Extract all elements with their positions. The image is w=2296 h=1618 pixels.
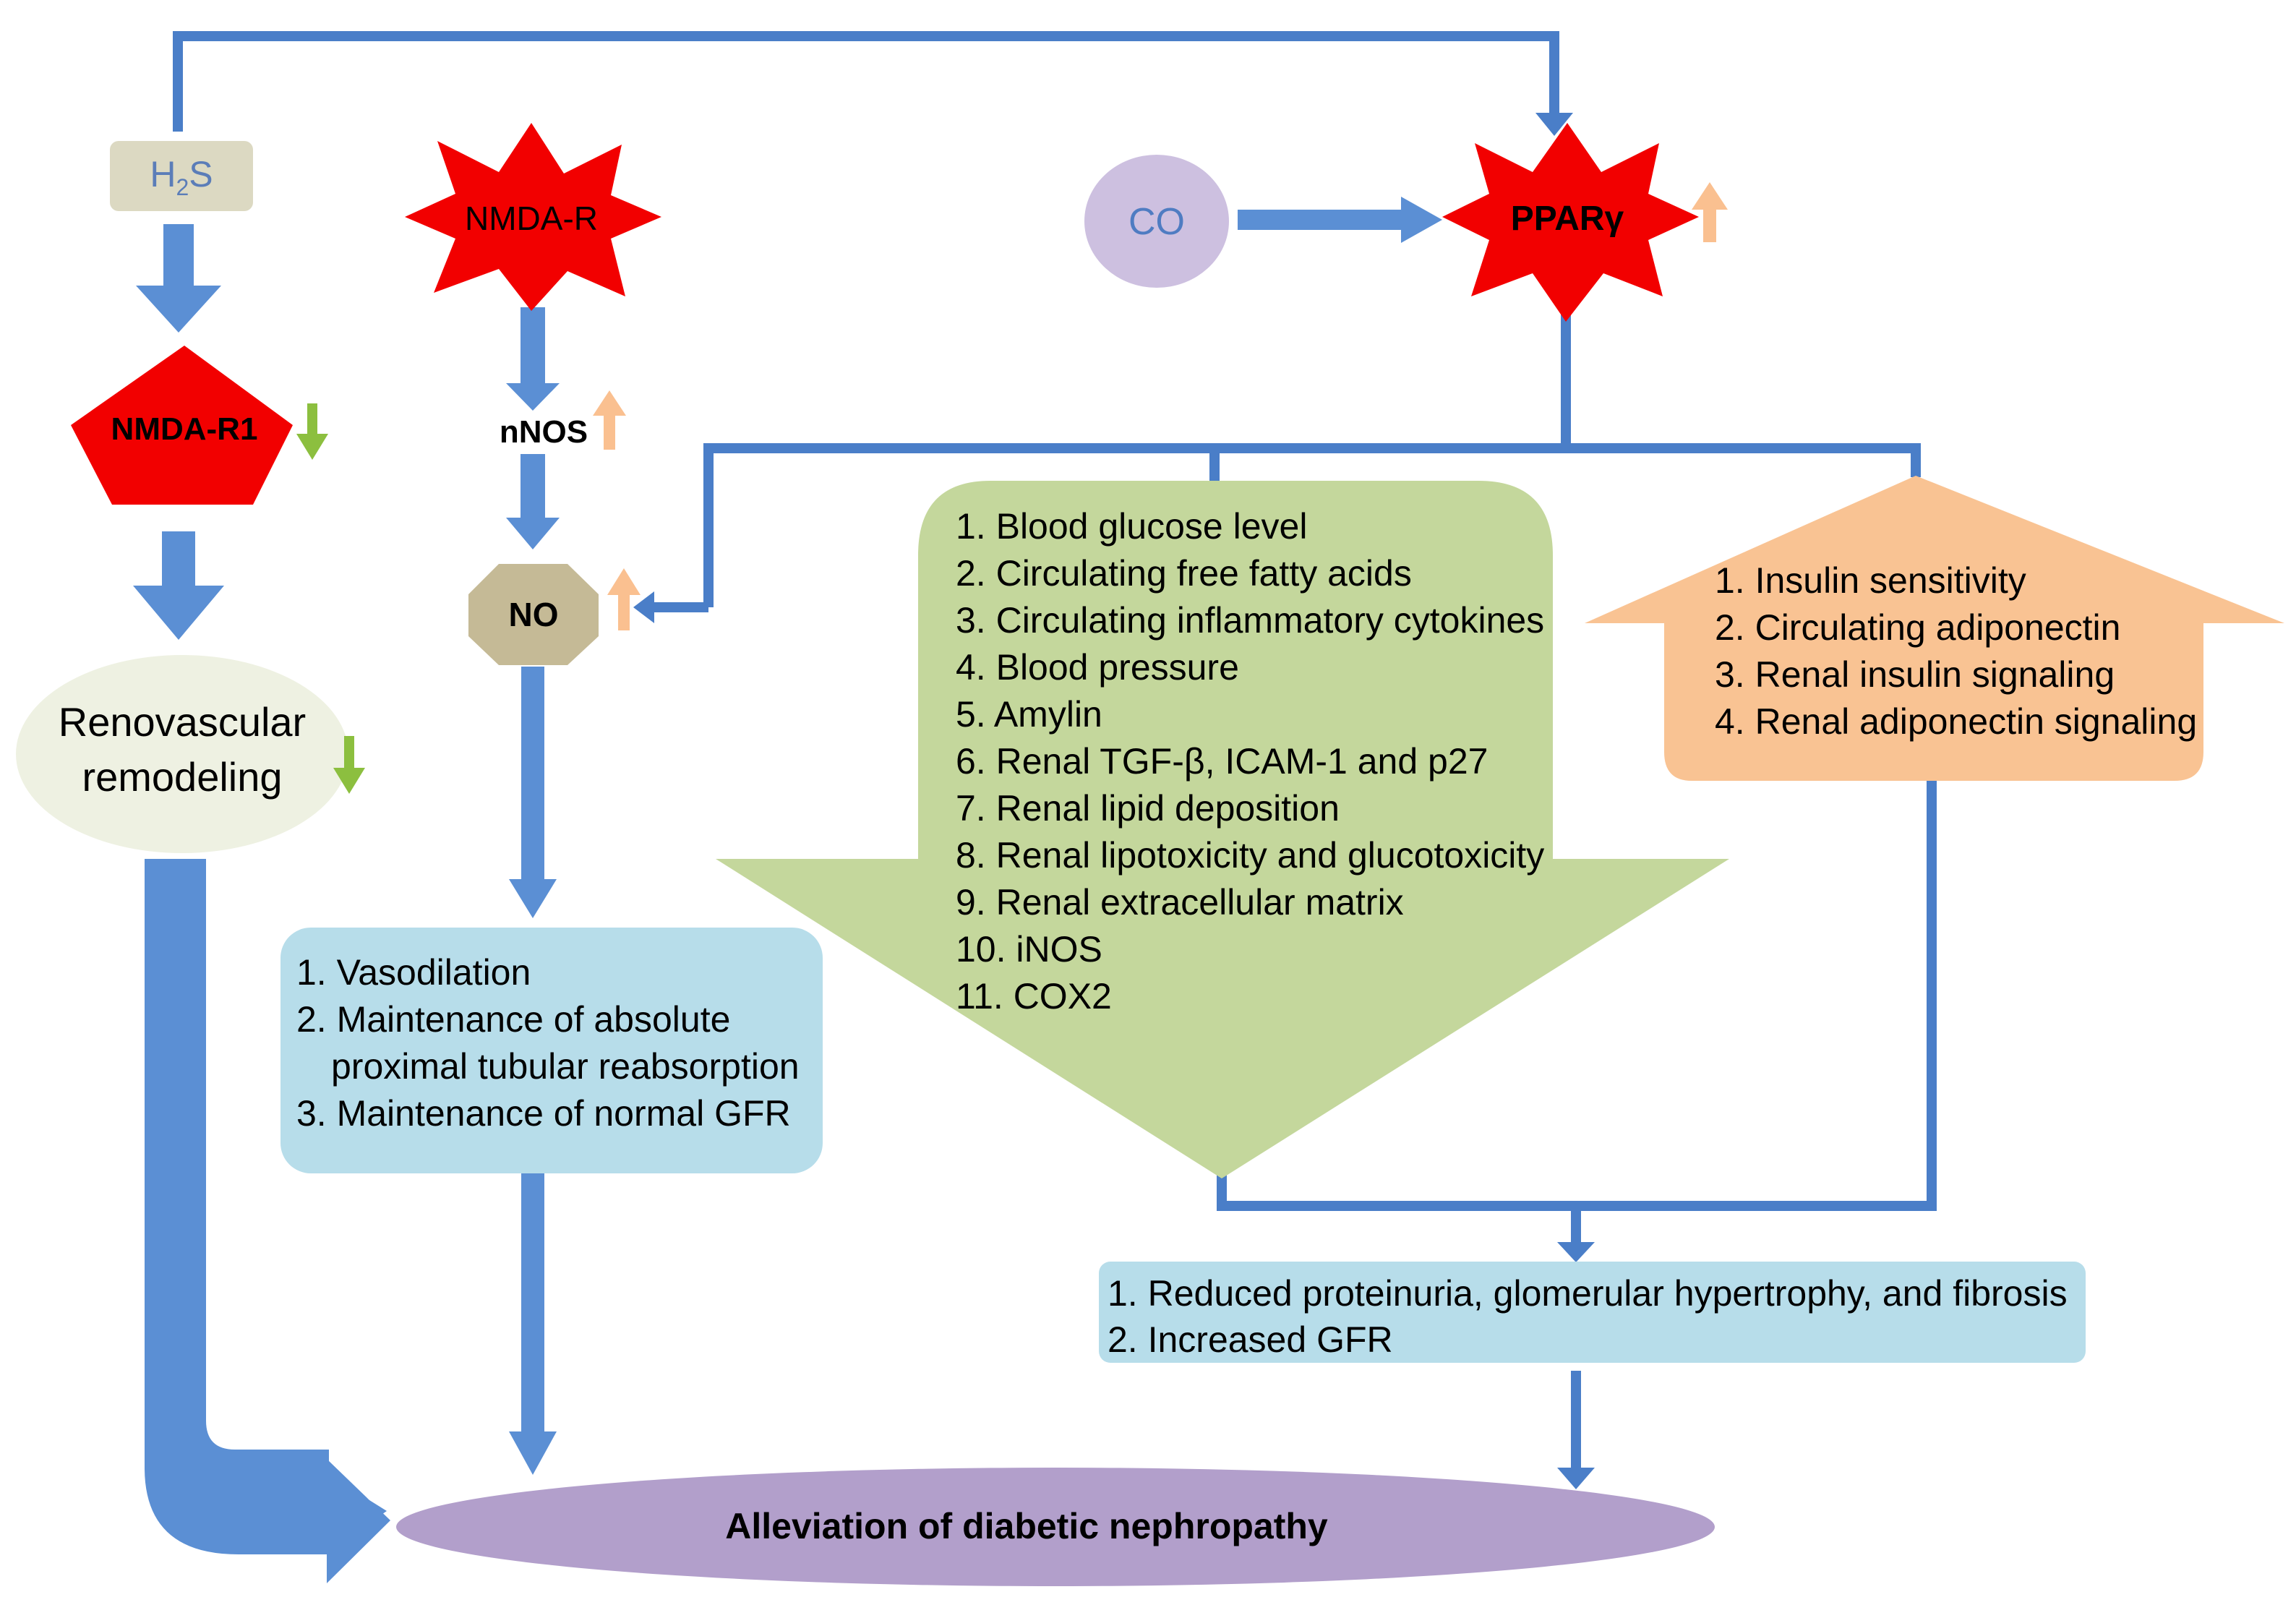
increased-parameters-panel: 1. Insulin sensitivity 2. Circulating adi… <box>1585 476 2284 781</box>
svg-text:H2S: H2S <box>150 154 213 200</box>
h2s-to-nmdar1-arrow <box>136 224 221 333</box>
h2s-label-main: H <box>150 154 176 194</box>
increased-parameter-item-2: 2. Circulating adiponectin <box>1715 607 2120 648</box>
renovascular-ellipse <box>16 655 348 853</box>
renovascular-node: Renovascular remodeling <box>16 655 365 853</box>
no-up-indicator <box>607 568 641 630</box>
renovascular-label-line2: remodeling <box>82 754 282 800</box>
h2s-label-sub: 2 <box>176 174 189 200</box>
final-outcome-ellipse <box>396 1468 1715 1586</box>
decreased-parameter-item-2: 2. Circulating free fatty acids <box>956 553 1412 594</box>
nnos-label: nNOS <box>500 414 588 450</box>
ppar-effects-box: 1. Reduced proteinuria, glomerular hyper… <box>1099 1262 2086 1363</box>
no-effects-background <box>280 928 823 1173</box>
nnos-to-no-head <box>506 518 560 549</box>
decreased-parameters-list: 1. Blood glucose level 2. Circulating fre… <box>956 506 1544 1016</box>
nnos-to-no-shaft <box>521 454 545 521</box>
no-effect-line-3: proximal tubular reabsorption <box>331 1046 800 1087</box>
increased-parameters-list: 1. Insulin sensitivity 2. Circulating adi… <box>1715 560 2197 742</box>
block-arrows <box>133 197 1442 1583</box>
nmdar-to-nnos-shaft <box>521 307 545 385</box>
peach-up-arrow <box>1585 476 2284 781</box>
ppar-up-indicator <box>1692 182 1728 242</box>
nmda-r-node: NMDA-R <box>405 123 661 311</box>
thin-arrowheads <box>633 113 1595 1489</box>
nmdar-to-nnos-head <box>506 383 560 411</box>
increased-parameter-item-3: 3. Renal insulin signaling <box>1715 654 2115 695</box>
ppar-effect-line-1: 1. Reduced proteinuria, glomerular hyper… <box>1108 1273 2068 1314</box>
no-effects-to-final-head <box>509 1431 557 1475</box>
decreased-parameter-item-8: 8. Renal lipotoxicity and glucotoxicity <box>956 835 1544 876</box>
arrowhead-into-no <box>633 591 654 623</box>
renovascular-down-indicator <box>333 736 365 794</box>
no-octagon <box>468 564 599 665</box>
no-effects-to-final-shaft <box>521 1171 544 1435</box>
nnos-up-indicator <box>593 390 626 450</box>
increased-parameter-item-1: 1. Insulin sensitivity <box>1715 560 2026 601</box>
nmdar1-to-renovascular-arrow <box>133 531 224 640</box>
arrowhead-into-effects <box>1557 1242 1595 1262</box>
nmda-r1-pentagon <box>71 346 293 505</box>
nmda-r1-label: NMDA-R1 <box>111 411 258 447</box>
renovascular-label-line1: Renovascular <box>59 699 306 745</box>
ppar-effect-line-2: 2. Increased GFR <box>1108 1319 1393 1360</box>
green-down-arrow <box>716 481 1729 1178</box>
decreased-parameter-item-10: 10. iNOS <box>956 929 1102 969</box>
decreased-parameter-item-1: 1. Blood glucose level <box>956 506 1307 547</box>
renovascular-to-final-arrow <box>145 859 387 1583</box>
no-to-effects-shaft <box>521 667 544 882</box>
decreased-parameter-item-3: 3. Circulating inflammatory cytokines <box>956 600 1544 641</box>
co-ellipse <box>1084 155 1229 288</box>
h2s-box <box>110 141 253 211</box>
connector-lines <box>173 31 1937 1468</box>
decreased-parameter-item-5: 5. Amylin <box>956 694 1102 735</box>
final-outcome-label: Alleviation of diabetic nephropathy <box>725 1506 1328 1546</box>
h2s-node: H2S <box>110 141 253 211</box>
nmda-r-label: NMDA-R <box>465 200 598 237</box>
ppar-label: PPARγ <box>1511 200 1624 238</box>
no-node: NO <box>468 564 641 665</box>
co-label: CO <box>1128 201 1185 243</box>
no-effect-line-4: 3. Maintenance of normal GFR <box>296 1093 791 1134</box>
nmda-r-starburst <box>405 123 661 311</box>
ppar-effects-background <box>1099 1262 2086 1363</box>
nnos-node: nNOS <box>500 390 626 450</box>
arrowhead-into-final <box>1557 1468 1595 1489</box>
arrowhead-into-ppar <box>1535 113 1573 136</box>
decreased-parameter-item-9: 9. Renal extracellular matrix <box>956 882 1404 923</box>
ppar-node: PPARγ <box>1442 123 1728 322</box>
final-outcome-node: Alleviation of diabetic nephropathy <box>396 1468 1715 1586</box>
ppar-starburst <box>1442 123 1699 322</box>
nmda-r1-node: NMDA-R1 <box>71 346 328 505</box>
decreased-parameter-item-4: 4. Blood pressure <box>956 647 1239 688</box>
decreased-parameters-panel: 1. Blood glucose level 2. Circulating fre… <box>716 481 1729 1178</box>
increased-parameter-item-4: 4. Renal adiponectin signaling <box>1715 701 2197 742</box>
h2s-to-ppar-line <box>173 31 1559 132</box>
co-node: CO <box>1084 155 1229 288</box>
co-to-ppar-head <box>1401 197 1442 243</box>
decreased-parameter-item-11: 11. COX2 <box>956 976 1112 1016</box>
no-effects-box: 1. Vasodilation 2. Maintenance of absolu… <box>280 928 823 1173</box>
no-effect-line-2: 2. Maintenance of absolute <box>296 999 730 1040</box>
decreased-parameter-item-6: 6. Renal TGF-β, ICAM-1 and p27 <box>956 741 1488 782</box>
no-effect-line-1: 1. Vasodilation <box>296 952 531 993</box>
decreased-parameter-item-7: 7. Renal lipid deposition <box>956 788 1340 829</box>
h2s-label-tail: S <box>189 154 213 194</box>
co-to-ppar-shaft <box>1238 210 1404 230</box>
no-to-effects-head <box>509 879 557 918</box>
branch-line <box>703 443 1921 607</box>
renovascular-to-final-arrowhead <box>327 1459 390 1583</box>
nmda-r1-down-indicator <box>296 403 328 460</box>
no-label: NO <box>509 596 559 633</box>
